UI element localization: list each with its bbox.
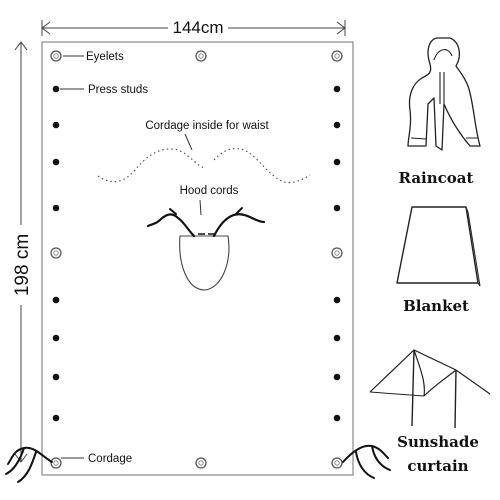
hood-cord-right [212, 213, 266, 238]
hood-area: Hood cords [146, 185, 266, 291]
waist-cordage-label: Cordage inside for waist [145, 120, 269, 132]
cordage-right [342, 444, 391, 479]
waist-cordage: Cordage inside for waist [97, 120, 311, 184]
press-stud-icon [52, 121, 60, 129]
blanket-label: Blanket [403, 297, 469, 315]
press-stud-icon [52, 158, 60, 166]
hood-outline [179, 235, 230, 291]
press-stud-icon [52, 373, 60, 381]
press-stud-icon [52, 296, 60, 304]
eyelet-icon [195, 50, 207, 62]
bottom-cordage: Cordage [5, 444, 391, 483]
press-stud-icon [333, 85, 341, 93]
press-stud-icon [52, 204, 60, 212]
press-stud-icon [52, 334, 60, 342]
press-stud-icon [52, 414, 60, 422]
eyelet-icon [331, 247, 343, 259]
press-stud-icon [333, 158, 341, 166]
blanket-icon [396, 206, 481, 287]
press-stud-icon [333, 296, 341, 304]
eyelet-icon [195, 457, 207, 469]
press-stud-icon [333, 204, 341, 212]
press-stud-icon [333, 414, 341, 422]
raincoat-label: Raincoat [399, 169, 474, 187]
cordage-label: Cordage [88, 453, 132, 465]
waist-cord-right [213, 147, 311, 184]
press-studs-label: Press studs [88, 84, 148, 96]
eyelets [50, 50, 343, 469]
height-dimension: 198 cm [8, 41, 34, 463]
sunshade-label-line2: curtain [407, 457, 468, 475]
press-studs-right [333, 85, 341, 422]
cordage-left [5, 446, 53, 483]
width-label: 144cm [172, 18, 223, 37]
width-dimension: 144cm [41, 16, 346, 38]
eyelet-icon [331, 50, 343, 62]
press-studs-left [52, 85, 60, 422]
hood-cords-label: Hood cords [180, 185, 239, 197]
press-studs-callout: Press studs [60, 84, 148, 96]
press-stud-icon [333, 334, 341, 342]
sunshade-icon [369, 349, 491, 429]
eyelets-callout: Eyelets [63, 51, 124, 63]
hood-cord-left [146, 213, 196, 238]
press-stud-icon [333, 121, 341, 129]
sunshade-label-line1: Sunshade [397, 433, 479, 451]
raincoat-icon [407, 37, 481, 151]
height-label: 198 cm [12, 234, 33, 296]
eyelet-icon [331, 457, 343, 469]
press-stud-icon [333, 373, 341, 381]
eyelet-icon [50, 247, 62, 259]
press-stud-icon [52, 85, 60, 93]
eyelets-label: Eyelets [86, 51, 124, 63]
eyelet-icon [50, 457, 62, 469]
eyelet-icon [50, 50, 62, 62]
